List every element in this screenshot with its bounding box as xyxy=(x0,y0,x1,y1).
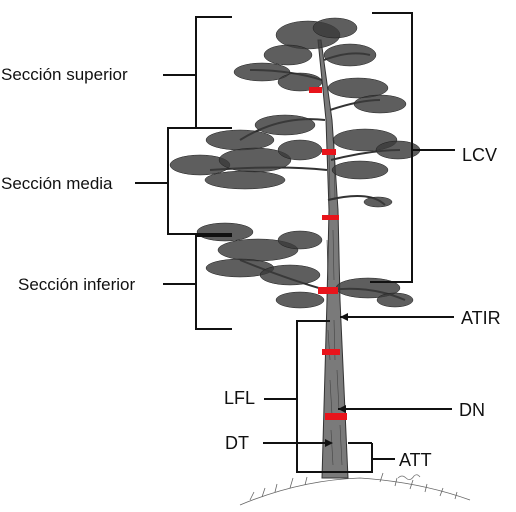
arrow-dn xyxy=(338,405,346,413)
trunk-markers xyxy=(309,87,347,420)
label-middle-section: Sección media xyxy=(1,174,113,193)
bark-texture xyxy=(326,139,343,466)
bracket-lcv xyxy=(370,12,413,283)
marker-lfl xyxy=(322,349,340,355)
marker-crown-base xyxy=(318,287,338,294)
artist-signature xyxy=(397,474,421,480)
arrow-atir xyxy=(340,313,348,321)
arrowheads xyxy=(325,313,348,447)
label-atir: ATIR xyxy=(461,308,501,328)
bracket-middle-section xyxy=(167,127,232,235)
ground xyxy=(239,472,471,506)
label-lower-section: Sección inferior xyxy=(18,275,136,294)
bracket-upper-section xyxy=(195,16,232,129)
label-lcv: LCV xyxy=(462,145,498,165)
foliage xyxy=(169,17,421,309)
annotation-lines xyxy=(135,12,455,473)
marker-dn xyxy=(325,413,347,420)
bracket-lower-section xyxy=(195,235,232,330)
marker-middle xyxy=(322,149,336,155)
label-dn: DN xyxy=(459,400,485,420)
label-upper-section: Sección superior xyxy=(1,65,128,84)
label-lfl: LFL xyxy=(224,388,256,408)
marker-lower xyxy=(322,215,339,220)
arrow-dt xyxy=(325,439,333,447)
marker-upper xyxy=(309,87,322,93)
bracket-lfl xyxy=(296,320,373,473)
label-att: ATT xyxy=(399,450,432,470)
label-dt: DT xyxy=(225,433,249,453)
